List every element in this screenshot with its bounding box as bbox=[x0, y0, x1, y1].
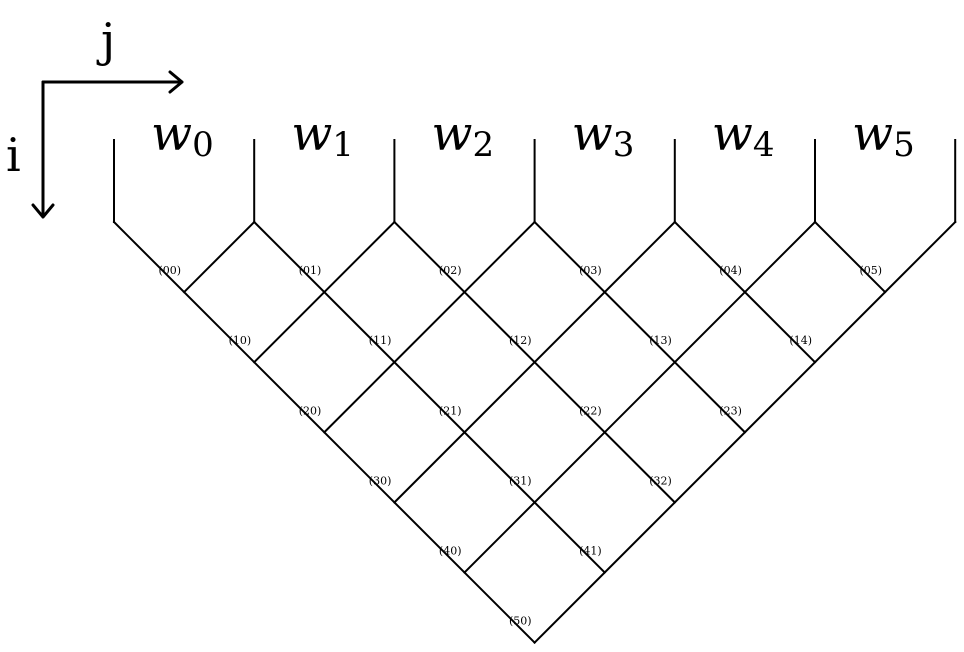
cell-label: (11) bbox=[369, 334, 392, 347]
cell-label: (30) bbox=[369, 474, 392, 487]
axis-indicator: j i bbox=[6, 13, 184, 219]
diagonal-down-left-line bbox=[322, 220, 537, 434]
cell-label: (12) bbox=[509, 334, 532, 347]
j-axis-label: j bbox=[96, 13, 115, 67]
cell-label: (21) bbox=[439, 404, 462, 417]
chart-grid-lines bbox=[112, 139, 957, 645]
cell-label: (05) bbox=[860, 264, 883, 277]
cell-label: (23) bbox=[719, 404, 742, 417]
cell-label: (31) bbox=[509, 474, 532, 487]
cell-label: (13) bbox=[649, 334, 672, 347]
word-label: w1 bbox=[291, 106, 354, 165]
cell-label: (41) bbox=[579, 545, 602, 558]
word-label: w3 bbox=[572, 106, 635, 165]
j-axis-arrow bbox=[41, 70, 184, 94]
cell-label: (40) bbox=[439, 545, 462, 558]
cell-label: (50) bbox=[509, 615, 532, 628]
diagonal-down-right-line bbox=[813, 220, 887, 294]
diagonal-down-left-line bbox=[392, 220, 677, 504]
cell-label: (22) bbox=[579, 404, 602, 417]
cell-label: (14) bbox=[789, 334, 812, 347]
cell-label: (20) bbox=[299, 404, 322, 417]
i-axis-arrow bbox=[31, 80, 55, 219]
cell-label: (03) bbox=[579, 264, 602, 277]
diagonal-down-right-line bbox=[533, 220, 747, 434]
diagonal-down-right-line bbox=[252, 220, 607, 574]
word-label: w5 bbox=[852, 106, 915, 165]
diagonal-down-left-line bbox=[252, 220, 396, 364]
word-label: w2 bbox=[431, 106, 494, 165]
cell-label: (01) bbox=[299, 264, 322, 277]
cell-label: (00) bbox=[159, 264, 182, 277]
diagonal-down-left-line bbox=[182, 220, 256, 294]
diagonal-down-left-line bbox=[463, 220, 817, 574]
cell-label: (02) bbox=[439, 264, 462, 277]
diagonal-down-left-line bbox=[533, 220, 957, 645]
cell-label: (04) bbox=[719, 264, 742, 277]
word-label: w4 bbox=[712, 106, 775, 165]
i-axis-label: i bbox=[6, 128, 21, 182]
cell-label: (32) bbox=[649, 474, 672, 487]
cell-labels: (00) (01) (02) (03) (04) (05) (10) (11) (12) (13)… bbox=[159, 264, 883, 627]
word-labels: w0 w1 w2 w3 w4 w5 bbox=[151, 106, 915, 165]
word-label: w0 bbox=[151, 106, 214, 165]
cell-label: (10) bbox=[229, 334, 252, 347]
